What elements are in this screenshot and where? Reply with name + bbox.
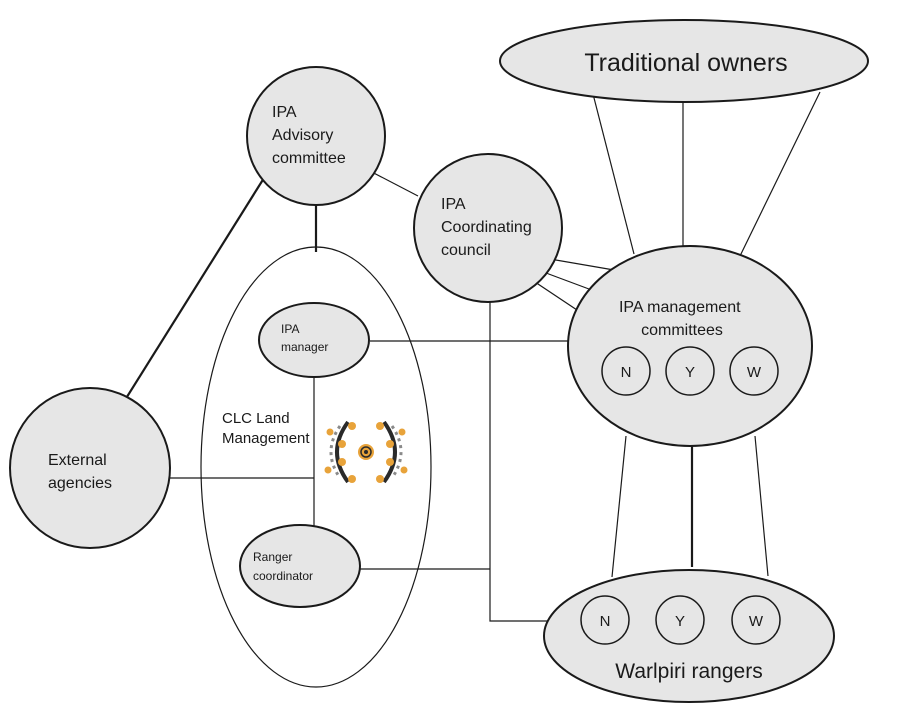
svg-text:IPA Coordinating c: IPA Coordinating council xyxy=(441,196,536,259)
link-committees-rangers-right xyxy=(754,435,769,577)
svg-text:CLC Land Management: CLC Land Management xyxy=(222,410,310,447)
committee-group-n-label: N xyxy=(621,364,632,381)
svg-text:External agencies: External agencies xyxy=(48,452,112,492)
svg-text:Ranger coordinator: Ranger coordinator xyxy=(253,550,313,583)
committees-label-line-1: IPA management xyxy=(619,299,741,316)
ranger-sub-groups: N Y W xyxy=(580,595,781,645)
svg-text:IPA Advisory commi: IPA Advisory committee xyxy=(272,104,346,167)
coordinating-label-line-3: council xyxy=(441,242,491,259)
advisory-label-line-2: Advisory xyxy=(272,127,333,144)
committee-group-y xyxy=(665,346,715,396)
committee-group-w-label: W xyxy=(747,364,762,381)
ranger-group-w xyxy=(731,595,781,645)
management-committees-node: IPA management committees N Y W xyxy=(567,245,813,447)
clc-label-line-1: CLC Land xyxy=(222,410,290,427)
ranger-group-n-label: N xyxy=(600,613,611,630)
committee-sub-groups: N Y W xyxy=(601,346,779,396)
coordinator-label-line-2: coordinator xyxy=(253,569,313,583)
committee-group-n xyxy=(601,346,651,396)
coordinating-council-node: IPA Coordinating council xyxy=(413,153,563,303)
svg-text:IPA management committee: IPA management committees xyxy=(619,299,745,339)
link-advisory-coordinating xyxy=(367,169,419,197)
external-label-line-1: External xyxy=(48,452,107,469)
link-coordinating-rangers xyxy=(489,288,552,622)
advisory-label-line-3: committee xyxy=(272,150,346,167)
ranger-group-y xyxy=(655,595,705,645)
committee-group-y-label: Y xyxy=(685,364,695,381)
link-owners-committees-left xyxy=(592,93,635,255)
coordinating-label-line-2: Coordinating xyxy=(441,219,532,236)
committee-group-w xyxy=(729,346,779,396)
advisory-label-line-1: IPA xyxy=(272,104,297,121)
coordinating-label-line-1: IPA xyxy=(441,196,466,213)
svg-text:IPA manager: IPA manager xyxy=(281,322,328,354)
clc-label-line-2: Management xyxy=(222,430,310,447)
ranger-group-w-label: W xyxy=(749,613,764,630)
ranger-coordinator-node: Ranger coordinator xyxy=(239,524,361,608)
ranger-group-n xyxy=(580,595,630,645)
external-label-line-2: agencies xyxy=(48,475,112,492)
connector-lines xyxy=(119,91,821,622)
traditional-owners-label: Traditional owners xyxy=(584,49,787,77)
rangers-label: Warlpiri rangers xyxy=(615,660,762,683)
ranger-group-y-label: Y xyxy=(675,613,685,630)
warlpiri-rangers-node: Warlpiri rangers N Y W xyxy=(543,569,835,703)
coordinator-label-line-1: Ranger xyxy=(253,550,292,564)
link-committees-rangers-left xyxy=(611,435,627,578)
clc-logo-icon xyxy=(324,420,408,484)
manager-label-line-2: manager xyxy=(281,340,328,354)
link-owners-committees-right xyxy=(739,91,821,257)
link-coordinating-committees-2 xyxy=(537,269,598,293)
manager-label-line-1: IPA xyxy=(281,322,299,336)
ipa-manager-node: IPA manager xyxy=(258,302,370,378)
committees-label-line-2: committees xyxy=(641,322,723,339)
external-agencies-node: External agencies xyxy=(9,387,171,549)
traditional-owners-node: Traditional owners xyxy=(499,19,869,103)
link-advisory-external xyxy=(119,177,265,409)
advisory-committee-node: IPA Advisory committee xyxy=(246,66,386,206)
clc-land-management-boundary xyxy=(200,246,432,688)
